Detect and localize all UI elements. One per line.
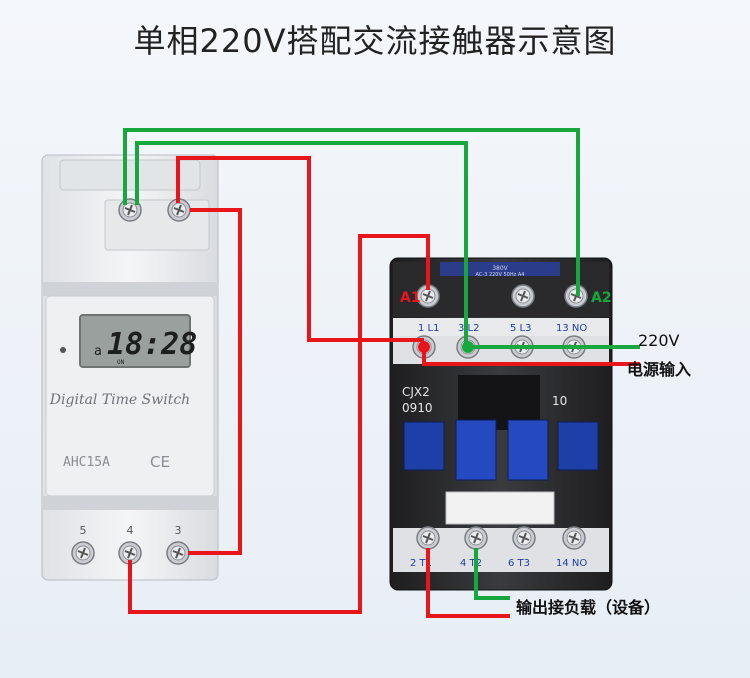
coil-label-a1: A1	[400, 290, 421, 306]
bottom-terminal-label-t1: 2 T1	[410, 558, 432, 569]
top-terminal-label-l3: 5 L3	[510, 323, 531, 334]
timer-module: a 18:28 ON Digital Time Switch AHC15A CE…	[41, 154, 219, 581]
coil-terminal-middle	[511, 284, 535, 308]
nameplate-line2: AC-3 220V 50Hz A4	[476, 272, 525, 278]
lcd-mode-text: a	[94, 344, 102, 359]
blue-contact-1	[403, 421, 445, 471]
top-terminal-label-l1: 1 L1	[418, 323, 439, 334]
led-indicator	[60, 347, 66, 353]
timer-brand-text: Digital Time Switch	[49, 392, 190, 408]
red-wire-load-t1	[426, 548, 510, 618]
top-terminal-label-no: 13 NO	[556, 323, 587, 334]
timer-terminal-5[interactable]	[71, 541, 95, 565]
contactor-model-line2: 0910	[402, 401, 433, 415]
nameplate-line1: 380V	[492, 265, 508, 272]
green-wire-l2	[135, 141, 640, 349]
blue-contact-4	[557, 421, 599, 471]
timer-terminal-label-4: 4	[127, 524, 134, 537]
bottom-terminal-label-t3: 6 T3	[508, 558, 530, 569]
timer-model-text: AHC15A	[63, 455, 110, 470]
red-wire-l1	[176, 156, 424, 342]
load-output-label: 输出接负载（设备）	[516, 598, 660, 617]
page-title: 单相220V搭配交流接触器示意图	[133, 22, 617, 60]
green-wire-a2	[123, 128, 580, 296]
red-wire-power-out	[422, 352, 640, 366]
timer-terminal-label-3: 3	[175, 524, 182, 537]
timer-terminal-3[interactable]	[166, 541, 190, 565]
timer-terminal-label-5: 5	[80, 524, 87, 537]
blue-contact-3	[507, 419, 549, 481]
red-dot-l1	[418, 341, 430, 353]
lcd-status-text: ON	[117, 359, 125, 366]
red-wire-timer-3	[188, 208, 242, 555]
lcd-display	[79, 314, 191, 368]
bottom-terminal-label-no: 14 NO	[556, 558, 587, 569]
terminal-t2[interactable]	[464, 526, 488, 550]
power-voltage-label: 220V	[638, 331, 680, 350]
contactor-rating: 10	[552, 394, 567, 408]
bottom-terminal-label-t2: 4 T2	[460, 558, 482, 569]
green-wire-load-t2	[474, 548, 510, 600]
white-label-strip	[445, 491, 555, 525]
contactor-module: 380V AC-3 220V 50Hz A4 A1 A2 1 L1 3 L2 5…	[389, 257, 613, 591]
ce-mark: CE	[150, 453, 170, 471]
wires	[123, 128, 640, 618]
red-wire-a1	[128, 234, 430, 614]
power-input-label: 电源输入	[627, 360, 691, 379]
terminal-t1[interactable]	[416, 526, 440, 550]
lcd-time-text: 18:28	[107, 327, 197, 362]
nameplate	[440, 262, 560, 276]
contactor-model-line1: CJX2	[402, 385, 430, 399]
coil-label-a2: A2	[591, 290, 612, 306]
terminal-14-no[interactable]	[562, 526, 586, 550]
top-terminal-label-l2: 3 L2	[458, 323, 479, 334]
green-dot-l2	[462, 341, 474, 353]
blue-contact-2	[455, 419, 497, 481]
terminal-t3[interactable]	[512, 526, 536, 550]
